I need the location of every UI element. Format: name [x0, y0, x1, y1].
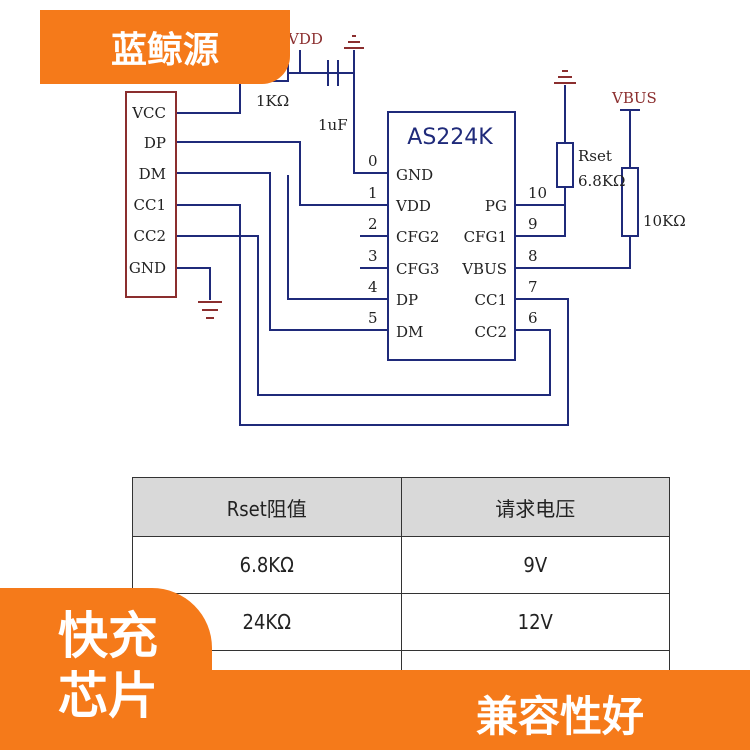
wire-dp-chip — [287, 175, 388, 300]
vbus-label: VBUS — [611, 89, 657, 107]
chip-pin-label: DP — [396, 291, 418, 309]
connector-pin-label: CC2 — [134, 227, 167, 245]
table-header: Rset阻值 — [132, 477, 402, 537]
chip-pin-num: 2 — [368, 215, 378, 233]
resistor-rset — [556, 142, 574, 188]
chip-name: AS224K — [407, 125, 493, 150]
resistor-10k — [621, 167, 639, 237]
table-header-row: Rset阻值 请求电压 — [132, 477, 670, 537]
table-cell: 6.8KΩ — [132, 536, 402, 594]
chip-pin-num: 0 — [368, 152, 378, 170]
wire-gnd-chip — [353, 73, 388, 174]
chip-pin-label: PG — [485, 197, 507, 215]
chip-pin-label: CFG1 — [464, 228, 507, 246]
vdd-label: VDD — [287, 30, 323, 48]
rset-value: 6.8KΩ — [578, 172, 626, 190]
chip-pin-label: CFG3 — [396, 260, 439, 278]
wire-vbus — [515, 237, 631, 269]
resistor-10k-label: 10KΩ — [643, 212, 686, 230]
brand-badge: 蓝鲸源 — [40, 10, 290, 84]
table-cell: 12V — [400, 593, 670, 651]
chip-body — [387, 111, 516, 361]
chip-pin-num: 9 — [528, 215, 538, 233]
connector-pin-label: GND — [129, 259, 166, 277]
chip-pin-label: CFG2 — [396, 228, 439, 246]
schematic: VCC DP DM CC1 CC2 GND AS224K 0 GND 1 VDD… — [125, 30, 686, 426]
connector-pin-label: VCC — [131, 104, 166, 122]
connector-pin-label: DP — [144, 134, 166, 152]
compatibility-text: 兼容性好 — [475, 692, 644, 741]
wire-dm — [176, 172, 388, 331]
chip-pin-label: CC1 — [475, 291, 508, 309]
ground-symbol — [198, 35, 576, 319]
wire-dp — [176, 141, 388, 206]
table-header: 请求电压 — [400, 477, 670, 537]
chip-pin-num: 3 — [368, 247, 378, 265]
chip-pin-label: DM — [396, 323, 423, 341]
chip-pin-num: 7 — [528, 278, 538, 296]
chip-pin-label: VBUS — [461, 260, 507, 278]
wire-cc1 — [176, 204, 569, 426]
fast-charge-badge: 快充 芯片 — [0, 588, 212, 750]
usb-connector — [125, 91, 177, 298]
chip-pin-label: GND — [396, 166, 433, 184]
brand-name: 蓝鲸源 — [110, 30, 219, 71]
wire-cc2 — [176, 235, 551, 396]
wire-cfg1 — [515, 205, 566, 237]
chip-pin-num: 5 — [368, 309, 378, 327]
resistor-1k-label: 1KΩ — [256, 92, 289, 110]
chip-pin-num: 1 — [368, 184, 378, 202]
chip-pin-num: 4 — [368, 278, 378, 296]
chip-pin-label: CC2 — [475, 323, 508, 341]
badge-line: 快充 — [58, 607, 158, 665]
capacitor-label: 1uF — [318, 116, 348, 134]
table-row: 24KΩ 12V — [132, 593, 670, 651]
rset-name: Rset — [578, 147, 612, 165]
chip-pin-num: 10 — [528, 184, 547, 202]
chip-pin-num: 6 — [528, 309, 538, 327]
badge-line: 芯片 — [58, 667, 158, 725]
connector-pin-label: CC1 — [134, 196, 167, 214]
chip-pin-num: 8 — [528, 247, 538, 265]
table-row: 6.8KΩ 9V — [132, 536, 670, 594]
connector-pin-label: DM — [139, 165, 166, 183]
table-cell: 9V — [400, 536, 670, 594]
chip-pin-label: VDD — [395, 197, 431, 215]
